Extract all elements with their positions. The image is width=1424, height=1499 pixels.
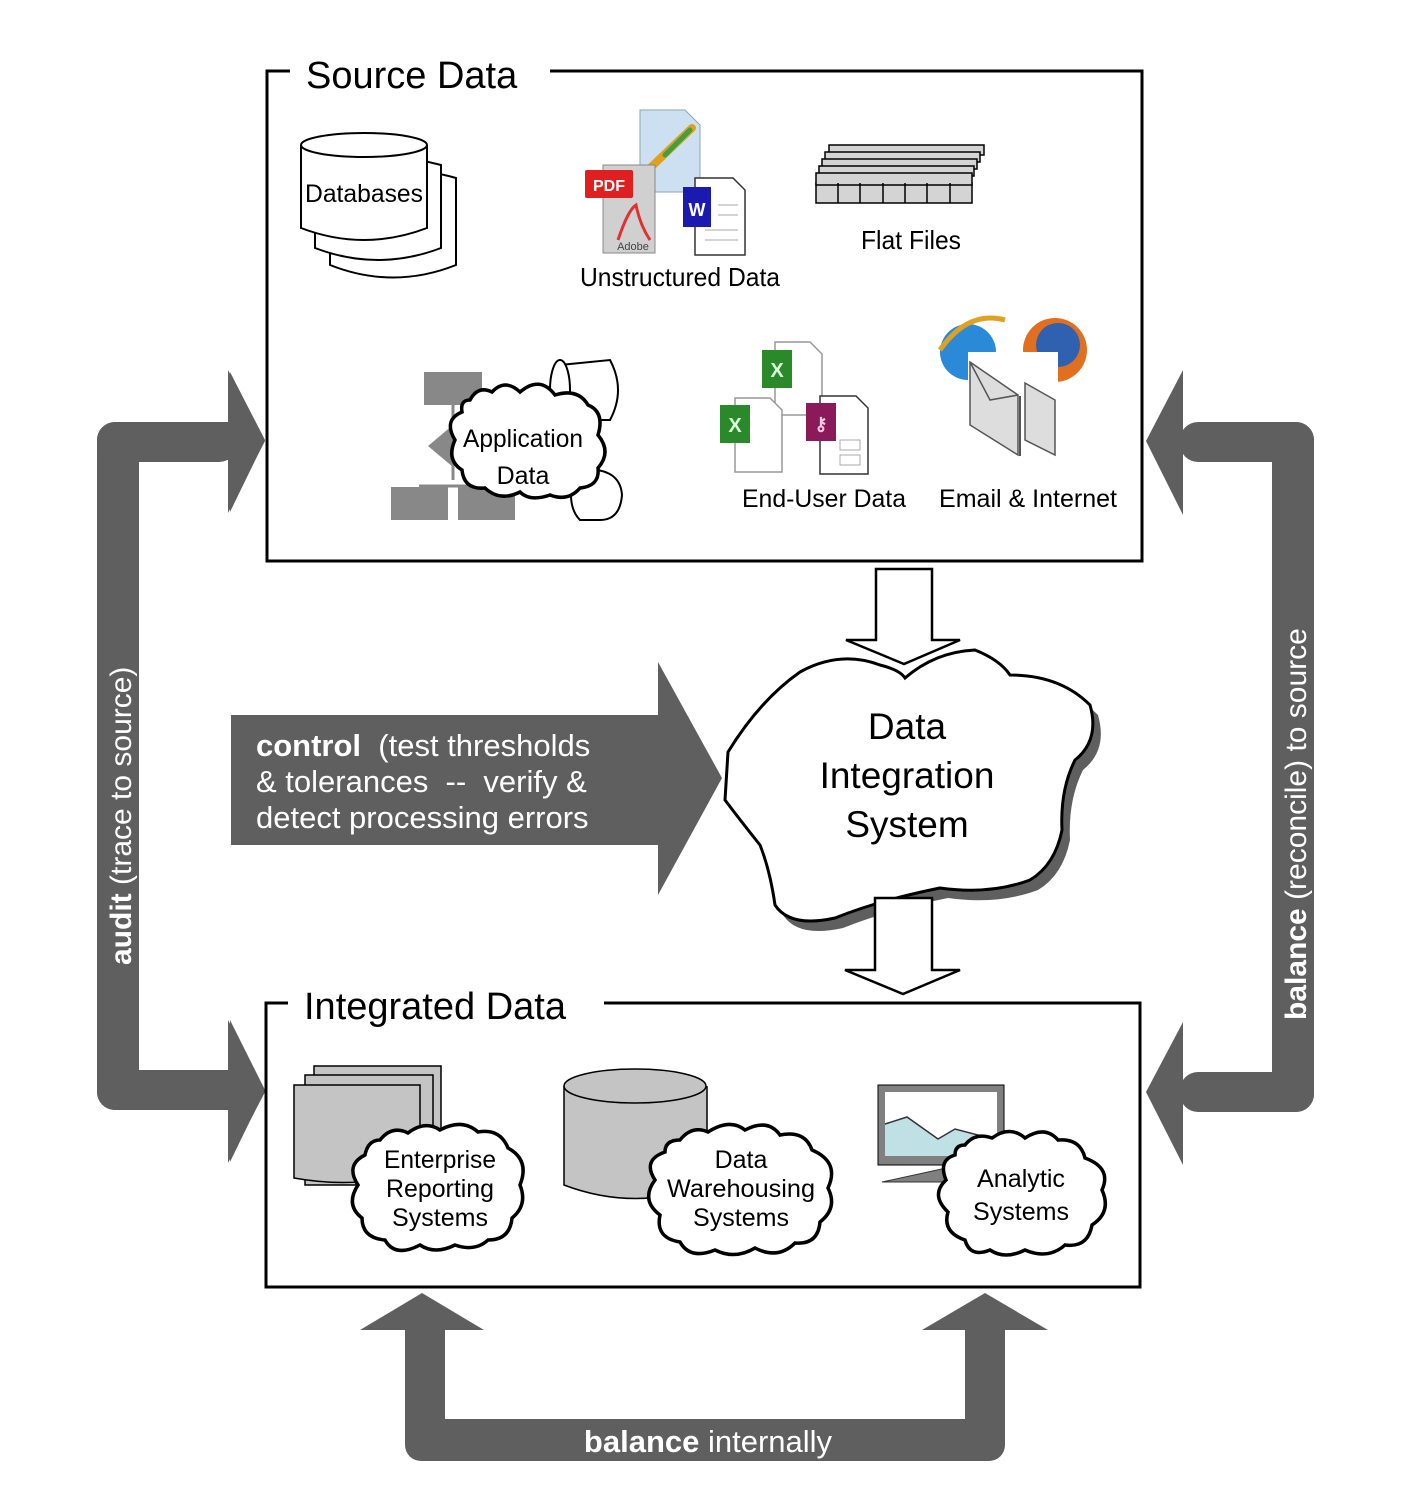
source-data-title: Source Data	[306, 55, 518, 97]
audit-arrowhead-top	[228, 370, 265, 513]
svg-text:X: X	[770, 360, 784, 382]
svg-text:balance internally: balance internally	[584, 1424, 833, 1459]
svg-text:control (test thresholds: control (test thresholds	[256, 728, 590, 763]
application-data-item: Application Data	[391, 358, 624, 521]
balance-internal-label-rest: internally	[699, 1424, 832, 1459]
integration-label-line2: Integration	[820, 755, 995, 796]
analytic-label-line1: Analytic	[977, 1165, 1065, 1193]
spreadsheet-files-icon: X X ⚷	[720, 341, 869, 475]
data-integration-system: Data Integration System	[723, 648, 1101, 932]
unstructured-data-label: Unstructured Data	[580, 262, 781, 292]
svg-text:Adobe: Adobe	[617, 241, 649, 253]
analytic-systems-item: Analytic Systems	[877, 1084, 1108, 1257]
analytic-systems-cloud	[936, 1129, 1108, 1257]
audit-label-rest: (trace to source)	[105, 667, 138, 894]
enterprise-label-line2: Reporting	[386, 1175, 494, 1203]
warehousing-label-line2: Warehousing	[667, 1175, 815, 1203]
balance-source-label-bold: balance	[1280, 908, 1313, 1020]
balance-internally-arrow: balance internally	[360, 1293, 1048, 1461]
source-data-box: Source Data Databases PDF Adobe	[265, 50, 1144, 563]
flow-arrow-down-1	[845, 567, 961, 666]
integration-cloud	[723, 648, 1095, 923]
end-user-data-item: X X ⚷ End-User Data	[720, 341, 906, 513]
audit-arrowhead-bottom	[228, 1020, 265, 1163]
email-browser-icon	[937, 315, 1087, 457]
control-label-line2: & tolerances -- verify &	[256, 764, 587, 799]
balance-internal-arrowhead-left	[360, 1293, 484, 1330]
enterprise-reporting-item: Enterprise Reporting Systems	[293, 1065, 525, 1253]
enterprise-label-line1: Enterprise	[384, 1146, 496, 1174]
svg-text:X: X	[728, 415, 742, 437]
end-user-data-label: End-User Data	[742, 485, 906, 513]
integrated-data-title: Integrated Data	[304, 986, 567, 1028]
application-data-label-line1: Application	[463, 425, 583, 453]
unstructured-data-item: PDF Adobe W Unstructured Data	[580, 109, 781, 292]
flat-files-item: Flat Files	[815, 144, 985, 255]
databases-item: Databases	[300, 132, 457, 279]
svg-text:audit (trace to source): audit (trace to source)	[105, 667, 138, 965]
control-arrow: control (test thresholds & tolerances --…	[231, 662, 722, 895]
application-data-label-line2: Data	[497, 462, 550, 490]
email-internet-label: Email & Internet	[939, 485, 1117, 513]
enterprise-label-line3: Systems	[392, 1204, 488, 1232]
balance-to-source-arrow: balance (reconcile) to source	[1146, 370, 1314, 1165]
flat-file-grid-icon	[815, 144, 985, 204]
balance-source-label-rest: (reconcile) to source	[1280, 628, 1313, 908]
balance-source-arrowhead-bottom	[1146, 1022, 1183, 1165]
integration-label-line3: System	[845, 804, 968, 845]
database-stack-icon	[300, 132, 457, 279]
audit-label-bold: audit	[105, 893, 138, 965]
svg-text:W: W	[689, 200, 706, 220]
svg-text:balance (reconcile) to source: balance (reconcile) to source	[1280, 628, 1313, 1020]
analytic-label-line2: Systems	[973, 1198, 1069, 1226]
data-warehousing-item: Data Warehousing Systems	[563, 1068, 834, 1257]
balance-internal-arrowhead-right	[922, 1293, 1048, 1330]
control-label-line3: detect processing errors	[256, 800, 589, 835]
balance-source-arrowhead-top	[1146, 370, 1183, 515]
svg-text:⚷: ⚷	[814, 414, 827, 434]
email-internet-item: Email & Internet	[937, 315, 1117, 513]
audit-arrow: audit (trace to source)	[97, 370, 265, 1163]
flat-files-label: Flat Files	[861, 225, 961, 255]
integration-label-line1: Data	[868, 706, 947, 747]
databases-label: Databases	[305, 180, 423, 208]
warehousing-label-line3: Systems	[693, 1204, 789, 1232]
warehousing-label-line1: Data	[715, 1146, 768, 1174]
control-label-bold: control	[256, 728, 361, 763]
control-label-line1: (test thresholds	[361, 728, 590, 763]
balance-internal-label-bold: balance	[584, 1424, 699, 1459]
application-data-cloud	[448, 382, 607, 500]
svg-text:PDF: PDF	[593, 178, 625, 195]
enterprise-reporting-cloud	[350, 1122, 525, 1253]
control-arrow-shape	[231, 662, 722, 895]
document-files-icon: PDF Adobe W	[585, 109, 746, 256]
data-warehousing-cloud	[646, 1122, 834, 1257]
flow-arrow-down-2	[844, 896, 961, 996]
integrated-data-box: Integrated Data Enterprise Reporting Sys…	[264, 982, 1142, 1289]
